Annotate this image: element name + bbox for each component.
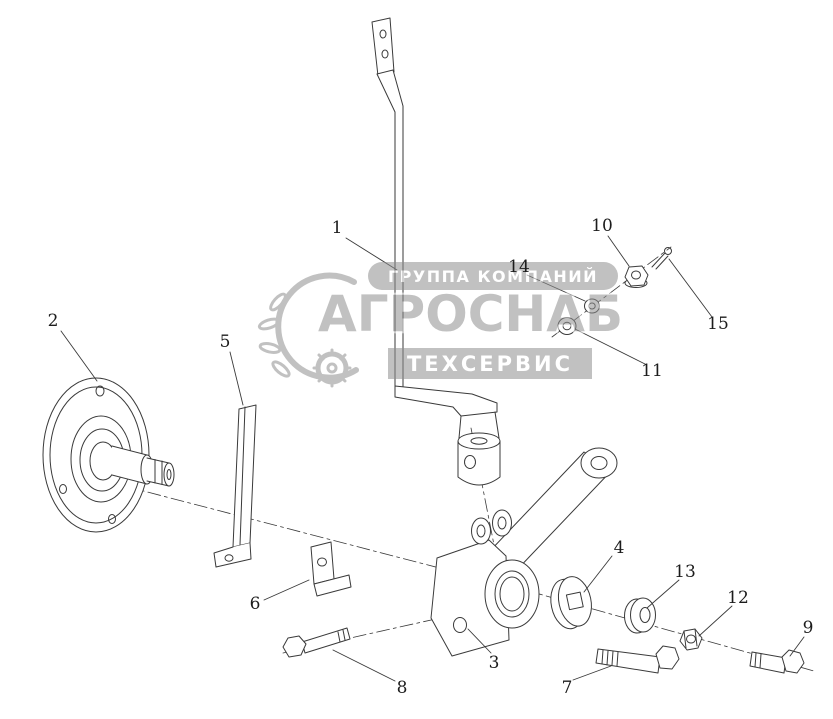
leader-line-2 xyxy=(60,330,98,382)
leader-line-3 xyxy=(467,628,492,654)
flange-hub-group xyxy=(42,377,175,533)
strip-plate-group xyxy=(213,404,257,568)
washer-11-group xyxy=(557,317,577,335)
nut-12-group xyxy=(679,628,703,651)
leader-line-10 xyxy=(607,235,630,267)
bolt-7-group xyxy=(595,645,680,674)
bolt-9-group xyxy=(749,649,805,674)
leader-line-6 xyxy=(263,579,310,601)
leader-line-7 xyxy=(572,665,612,681)
leader-line-13 xyxy=(646,579,680,609)
leader-line-15 xyxy=(668,258,713,318)
leader-line-12 xyxy=(698,605,733,637)
leader-line-14 xyxy=(526,274,586,302)
leader-line-9 xyxy=(789,636,805,657)
leader-line-1 xyxy=(345,237,398,271)
leader-line-8 xyxy=(332,649,396,682)
control-lever-group xyxy=(371,17,501,486)
cotter-pin-15-group xyxy=(651,247,672,270)
washer-13-group xyxy=(624,597,656,634)
leader-line-5 xyxy=(229,351,244,406)
leader-line-4 xyxy=(583,555,613,593)
flange-nut-10-group xyxy=(624,265,649,288)
bracket-arm-group xyxy=(430,447,618,657)
plate-washer-group xyxy=(550,576,592,630)
bolt-8-group xyxy=(282,627,351,658)
leader-line-11 xyxy=(574,328,646,365)
washer-14-group xyxy=(584,298,600,314)
angle-bracket-group xyxy=(310,541,352,597)
